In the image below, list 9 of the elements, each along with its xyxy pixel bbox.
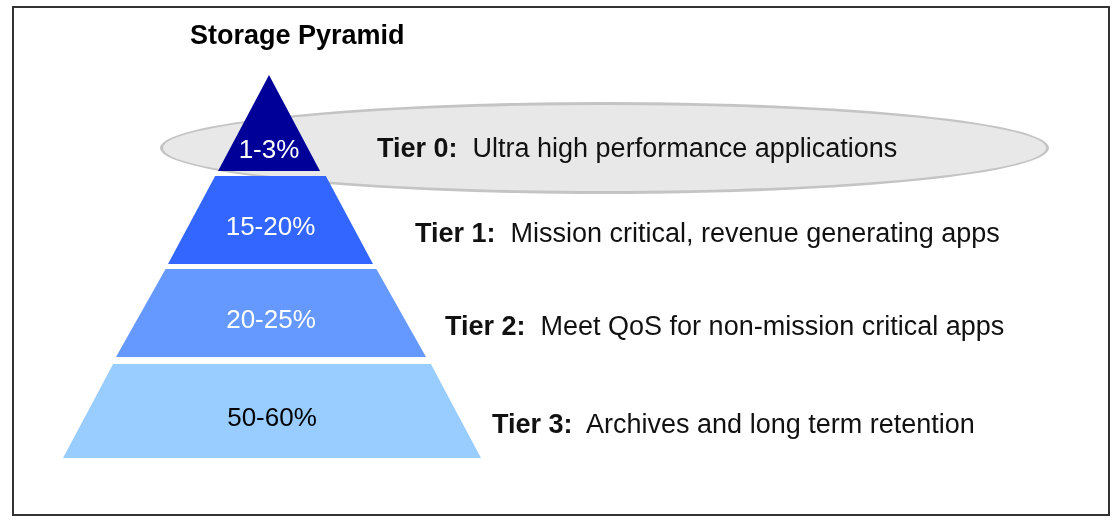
- tier-description: Tier 3: Archives and long term retention: [492, 408, 975, 440]
- tier-description: Tier 2: Meet QoS for non-mission critical apps: [445, 310, 1005, 342]
- tier-percentage: 20-25%: [226, 303, 316, 335]
- tier-percentage: 1-3%: [238, 133, 300, 165]
- tier-percentage: 50-60%: [227, 401, 317, 433]
- tier-percentage: 15-20%: [225, 210, 316, 242]
- tier-description: Tier 0: Ultra high performance applications: [377, 132, 898, 164]
- diagram-title: Storage Pyramid: [190, 20, 405, 51]
- tier-description: Tier 1: Mission critical, revenue generating apps: [415, 217, 1000, 249]
